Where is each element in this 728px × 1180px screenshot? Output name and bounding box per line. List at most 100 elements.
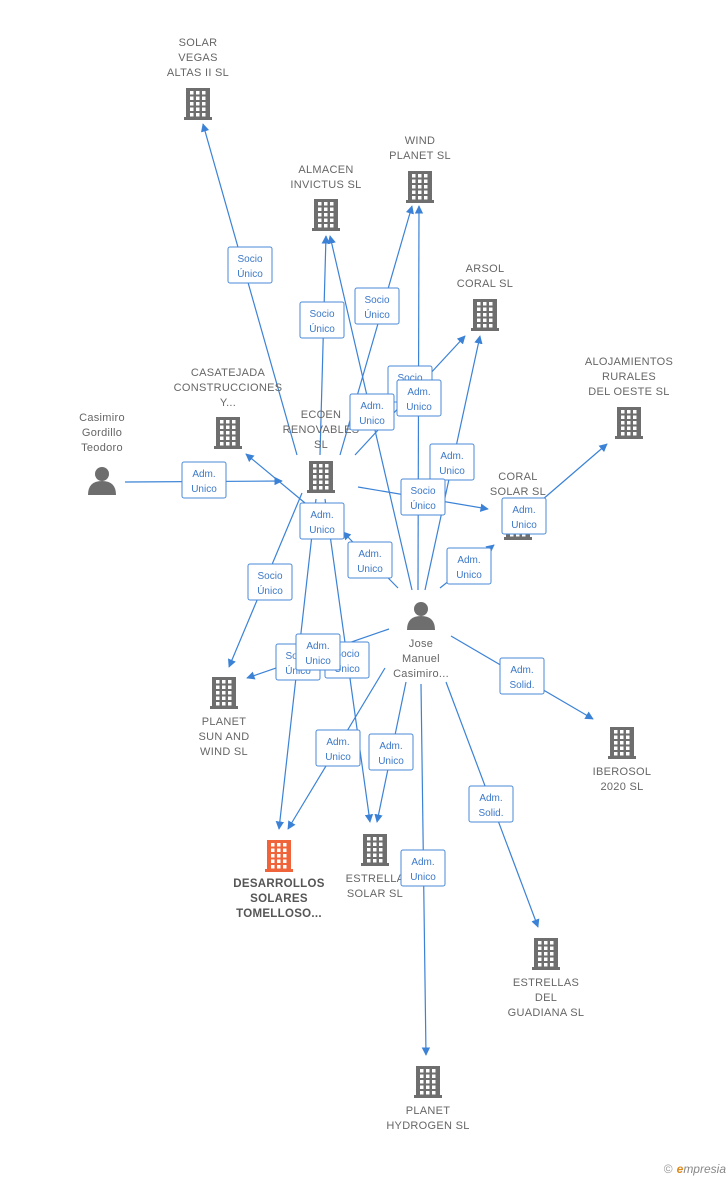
relation-label-frame [354,287,400,325]
building-window [271,854,275,858]
node-label-line: ESTRELLA [346,873,405,885]
building-window [283,854,287,858]
building-window [621,426,625,430]
building-window [550,952,554,956]
relation-label-jose_manuel-to-desarrollos[interactable]: Adm.Unico [315,729,361,767]
building-window [633,415,637,419]
building-window [313,486,317,490]
relation-label-line: Único [410,499,436,512]
building-window [373,853,377,857]
node-label-line: Jose [409,638,433,650]
node-label-line: Casimiro [79,412,125,424]
relation-label-jose_manuel-to-iberosol[interactable]: Adm.Solid. [499,657,545,695]
building-window [424,185,428,189]
building-window [418,174,422,178]
building-window [432,1091,436,1095]
node-label-line: ECOEN [301,409,342,421]
building-window [330,224,334,228]
building-window [420,1074,424,1078]
building-window [426,1091,430,1095]
building-window [418,185,422,189]
brand-name: mpresia [683,1162,726,1176]
relation-label-jose_manuel-to-almacen[interactable]: Adm.Unico [349,393,395,431]
building-window [202,113,206,117]
building-window [379,853,383,857]
relation-label-casimiro_gordillo-to-ecoen[interactable]: Adm.Unico [181,461,227,499]
node-label-line: ALMACEN [298,164,353,176]
node-label-line: Casimiro... [393,668,449,680]
relation-label-jose_manuel-to-estrella_solar[interactable]: Adm.Unico [368,733,414,771]
relation-label-jose_manuel-to-planet_hydrogen[interactable]: Adm.Unico [400,849,446,887]
node-casatejada[interactable]: CASATEJADACONSTRUCCIONESY... [174,367,283,449]
building-window [379,859,383,863]
building-window [418,179,422,183]
relation-label-jose_manuel-to-arsol[interactable]: Adm.Unico [429,443,475,481]
building-window [477,302,481,306]
building-window [313,464,317,468]
building-window [627,410,631,414]
relation-labels-layer: SocioÚnicoSocioÚnicoSocioÚnicoSocioÚnico… [181,246,547,887]
building-window [418,196,422,200]
building-window [277,859,281,863]
relation-label-frame [181,461,227,499]
building-window [367,859,371,863]
building-window [373,837,377,841]
building-window [196,91,200,95]
relation-label-frame [468,785,514,823]
building-window [318,218,322,222]
relation-label-jose_manuel-to-ecoen[interactable]: Adm.Unico [347,541,393,579]
building-window [626,746,630,750]
building-window [202,96,206,100]
person-icon [407,602,435,630]
relation-label-jose_manuel-to-planet_sun[interactable]: Adm.Unico [295,633,341,671]
building-window [544,957,548,961]
node-almacen[interactable]: ALMACEN INVICTUS SL [290,164,361,231]
building-window [426,1074,430,1078]
node-label-line: INVICTUS SL [290,179,361,191]
building-icon [312,199,340,231]
building-window [220,436,224,440]
building-window [620,741,624,745]
node-label-line: CORAL [498,471,537,483]
relation-label-jose_manuel-to-estrellas_guadiana[interactable]: Adm.Solid. [468,785,514,823]
node-label-line: RENOVABLES [283,424,360,436]
building-window [420,1080,424,1084]
building-window [633,432,637,436]
empresia-watermark[interactable]: ©empresia [664,1162,726,1176]
relation-label-line: Adm. [411,857,434,868]
building-window [424,174,428,178]
relation-label-jose_manuel-to-wind_planet[interactable]: Adm.Unico [396,379,442,417]
node-desarrollos[interactable]: DESARROLLOSSOLARESTOMELLOSO... [233,840,324,920]
relation-label-jose_manuel-to-coral_solar[interactable]: Adm.Unico [446,547,492,585]
relation-label-line: Unico [456,570,482,581]
building-window [226,436,230,440]
relation-label-coral_solar-to-alojamientos[interactable]: Adm.Unico [501,497,547,535]
node-label-line: SUN AND [199,731,250,743]
node-jose_manuel[interactable]: JoseManuelCasimiro... [393,602,449,680]
building-window [330,218,334,222]
building-window [621,432,625,436]
building-window [627,426,631,430]
building-window [550,957,554,961]
relation-label-ecoen-to-casatejada[interactable]: Adm.Unico [299,502,345,540]
building-window [367,848,371,852]
building-window [196,96,200,100]
building-window [432,1080,436,1084]
relation-label-frame [446,547,492,585]
